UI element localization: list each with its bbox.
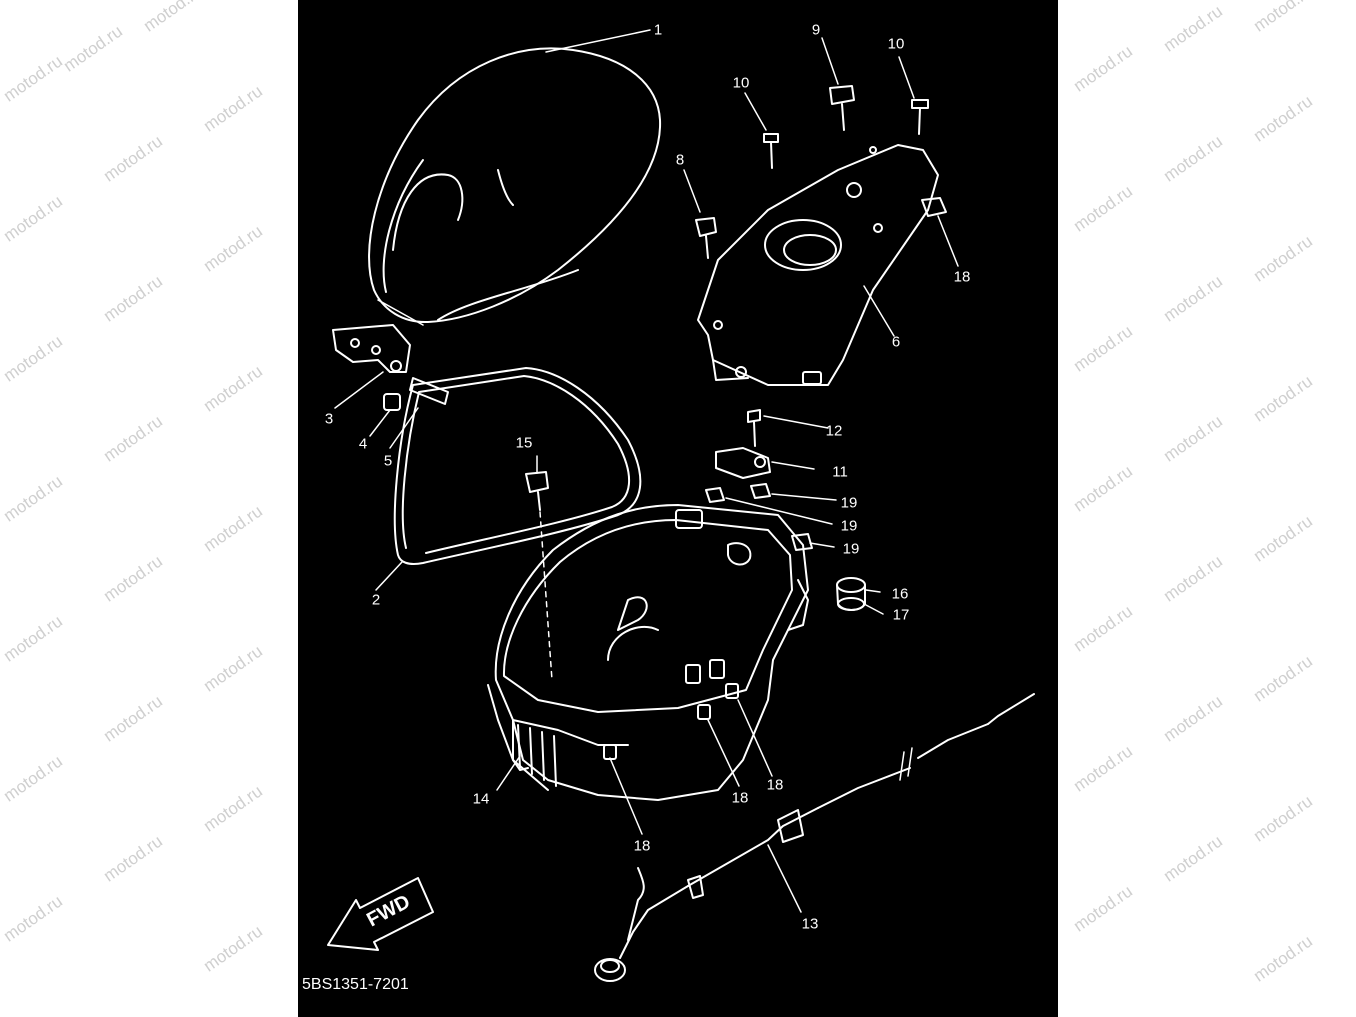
exploded-parts-drawing — [327, 29, 1035, 982]
callout-label: 12 — [825, 422, 843, 440]
callout-label: 16 — [891, 585, 909, 603]
watermark-text: motod.ru — [140, 0, 206, 36]
watermark-text: motod.ru — [1070, 881, 1136, 936]
watermark-text: motod.ru — [200, 921, 266, 976]
watermark-text: motod.ru — [200, 361, 266, 416]
watermark-text: motod.ru — [1250, 231, 1316, 286]
watermark-text: motod.ru — [60, 21, 126, 76]
seat-part — [368, 47, 662, 326]
watermark-text: motod.ru — [1070, 461, 1136, 516]
watermark-text: motod.ru — [100, 831, 166, 886]
bolt-10-left — [763, 133, 779, 169]
watermark-text: motod.ru — [1250, 91, 1316, 146]
bolt-9 — [829, 85, 855, 131]
watermark-text: motod.ru — [200, 501, 266, 556]
callout-label: 14 — [472, 790, 490, 808]
watermark-text: motod.ru — [1070, 181, 1136, 236]
watermark-text: motod.ru — [1160, 271, 1226, 326]
watermark-text: motod.ru — [1250, 0, 1316, 36]
watermark-text: motod.ru — [200, 81, 266, 136]
clip-18-top — [921, 197, 947, 217]
watermark-text: motod.ru — [0, 471, 66, 526]
bolt-10-right — [911, 99, 929, 135]
watermark-text: motod.ru — [1250, 371, 1316, 426]
callout-label: 13 — [801, 915, 819, 933]
callout-label: 2 — [371, 591, 381, 609]
bracket-11 — [715, 409, 771, 479]
watermark-text: motod.ru — [0, 611, 66, 666]
watermark-text: motod.ru — [1160, 831, 1226, 886]
leader-lines — [334, 29, 959, 913]
watermark-text: motod.ru — [200, 221, 266, 276]
callout-label: 11 — [832, 463, 848, 481]
watermark-text: motod.ru — [1250, 511, 1316, 566]
clips-19 — [705, 483, 813, 551]
callout-label: 19 — [840, 517, 858, 535]
watermark-text: motod.ru — [0, 751, 66, 806]
grommet-16-17 — [836, 577, 866, 611]
forward-arrow — [327, 877, 434, 951]
watermark-text: motod.ru — [100, 131, 166, 186]
callout-label: 17 — [892, 606, 910, 624]
callout-label: 6 — [891, 333, 901, 351]
watermark-text: motod.ru — [100, 691, 166, 746]
screw-15 — [525, 471, 553, 681]
seat-lock-cable-part — [594, 693, 1035, 982]
watermark-text: motod.ru — [1160, 551, 1226, 606]
watermark-text: motod.ru — [1160, 131, 1226, 186]
watermark-text: motod.ru — [1070, 41, 1136, 96]
bolt-8 — [695, 217, 717, 259]
callout-label: 10 — [732, 74, 750, 92]
callout-label: 18 — [731, 789, 749, 807]
watermark-text: motod.ru — [0, 331, 66, 386]
hinge-part — [332, 324, 449, 411]
watermark-text: motod.ru — [1070, 321, 1136, 376]
storage-box-part — [487, 504, 809, 801]
watermark-text: motod.ru — [1160, 1, 1226, 56]
callout-label: 3 — [324, 410, 334, 428]
watermark-text: motod.ru — [1070, 601, 1136, 656]
callout-label: 9 — [811, 21, 821, 39]
watermark-text: motod.ru — [1250, 651, 1316, 706]
callout-label: 10 — [887, 35, 905, 53]
watermark-text: motod.ru — [0, 51, 66, 106]
callout-label: 18 — [633, 837, 651, 855]
watermark-text: motod.ru — [1160, 691, 1226, 746]
cover-plate-part — [697, 144, 939, 386]
watermark-text: motod.ru — [100, 271, 166, 326]
watermark-text: motod.ru — [1070, 741, 1136, 796]
watermark-text: motod.ru — [200, 641, 266, 696]
callout-label: 4 — [358, 435, 368, 453]
callout-label: 18 — [953, 268, 971, 286]
callout-label: 19 — [840, 494, 858, 512]
diagram-panel: 1 2 3 4 5 6 8 9 10 10 11 12 13 14 15 16 … — [298, 0, 1058, 1017]
callout-label: 5 — [383, 452, 393, 470]
watermark-text: motod.ru — [0, 891, 66, 946]
watermark-text: motod.ru — [1160, 411, 1226, 466]
diagram-code: 5BS1351-7201 — [302, 976, 409, 993]
callout-label: 19 — [842, 540, 860, 558]
watermark-text: motod.ru — [100, 551, 166, 606]
watermark-text: motod.ru — [200, 781, 266, 836]
watermark-text: motod.ru — [1250, 931, 1316, 986]
callout-label: 1 — [653, 21, 663, 39]
callout-label: 15 — [515, 434, 533, 452]
callout-label: 18 — [766, 776, 784, 794]
watermark-text: motod.ru — [0, 191, 66, 246]
watermark-text: motod.ru — [100, 411, 166, 466]
callout-label: 8 — [675, 151, 685, 169]
watermark-text: motod.ru — [1250, 791, 1316, 846]
